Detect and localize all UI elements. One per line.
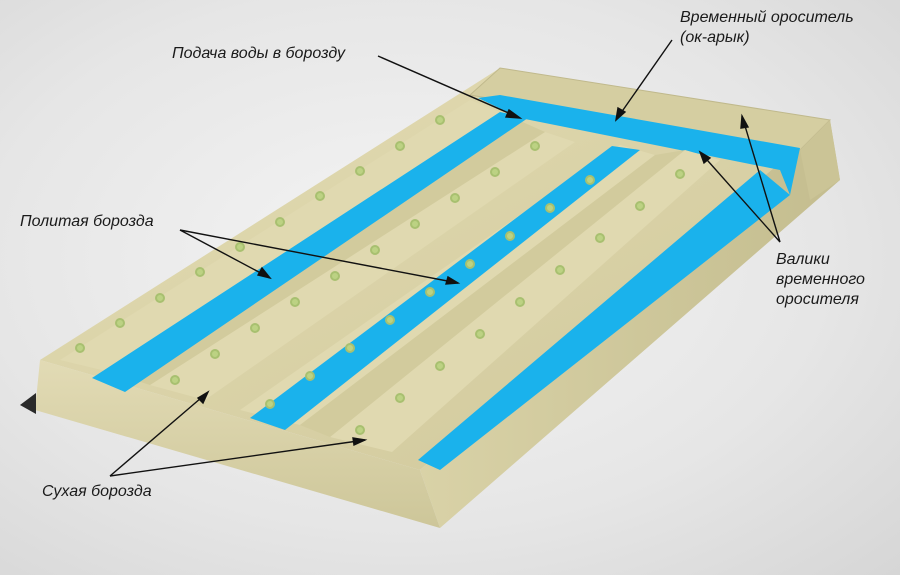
temporary-irrigator-ridge-right bbox=[800, 120, 840, 200]
label-dry-furrow: Сухая борозда bbox=[42, 483, 152, 500]
leader-watered-furrow-1 bbox=[179, 229, 271, 279]
label-ridges-line2: временного bbox=[776, 271, 865, 288]
leader-ridges-2 bbox=[741, 115, 781, 243]
label-watered-furrow: Политая борозда bbox=[20, 213, 154, 230]
plant-row bbox=[75, 115, 445, 353]
plant-row bbox=[170, 141, 540, 385]
furrow-ridge bbox=[150, 132, 575, 400]
arrowhead bbox=[698, 150, 712, 165]
plant-row bbox=[355, 169, 685, 435]
leader-water-supply bbox=[377, 55, 521, 119]
leader-lines bbox=[109, 39, 781, 477]
leader-dry-furrow-2 bbox=[109, 439, 366, 477]
label-ridges-line1: Валики bbox=[776, 251, 830, 268]
leader-ridges-1 bbox=[699, 151, 781, 243]
arrowhead bbox=[504, 108, 523, 119]
label-temp-irrigator-line1: Временный ороситель bbox=[680, 9, 854, 26]
field-shadow-corner bbox=[20, 393, 36, 414]
watered-furrow bbox=[250, 146, 640, 430]
arrowhead bbox=[445, 275, 461, 285]
plant-rows bbox=[75, 115, 685, 435]
watered-furrow bbox=[92, 112, 528, 392]
label-temp-irrigator-line2: (ок-арык) bbox=[680, 29, 750, 46]
arrowhead bbox=[196, 390, 210, 405]
furrow-ridge bbox=[60, 100, 500, 372]
plant-row bbox=[265, 175, 595, 409]
furrow-ridge bbox=[330, 150, 720, 452]
field-front-face bbox=[35, 360, 440, 528]
arrowhead bbox=[256, 266, 272, 280]
arrowhead bbox=[614, 106, 627, 122]
arrowhead bbox=[740, 113, 750, 129]
arrowhead bbox=[352, 437, 368, 447]
leader-dry-furrow-1 bbox=[109, 391, 209, 477]
leader-temp-irrigator bbox=[615, 39, 673, 121]
label-ridges-line3: оросителя bbox=[776, 291, 859, 308]
dry-furrow bbox=[300, 150, 685, 437]
temporary-irrigator-channel bbox=[478, 95, 800, 195]
watered-furrow bbox=[418, 170, 790, 470]
label-water-supply: Подача воды в борозду bbox=[172, 45, 345, 62]
leader-watered-furrow-2 bbox=[179, 229, 459, 284]
